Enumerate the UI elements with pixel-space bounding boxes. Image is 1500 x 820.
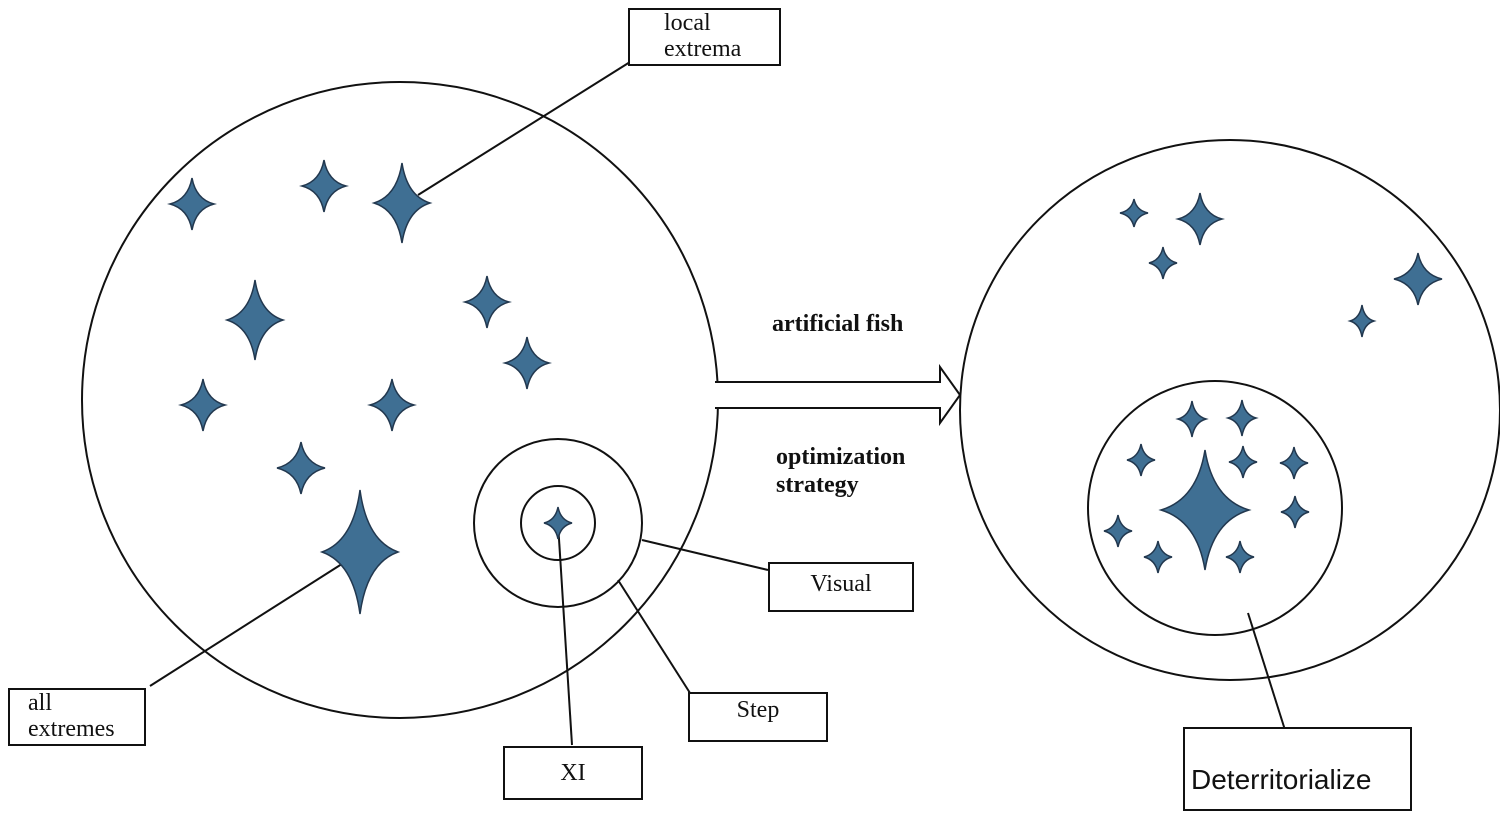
extremum-star-12	[1119, 198, 1149, 228]
xi-label-box: XI	[503, 746, 643, 800]
all-extremes-line-2: extremes	[28, 716, 115, 742]
extremum-star-13	[1175, 192, 1225, 246]
deterritorialize-circle	[1087, 380, 1343, 636]
xi-leader	[557, 522, 573, 746]
extremum-star-1	[167, 177, 217, 231]
extremum-star-14	[1148, 246, 1178, 280]
all-extremes-leader	[149, 561, 346, 687]
visual-label: Visual	[810, 571, 872, 597]
extremum-star-20	[1228, 445, 1258, 479]
step-range-circle	[520, 485, 596, 561]
extrema-stars	[167, 159, 1443, 615]
extremum-star-6	[502, 336, 552, 390]
all-extremes-label-box: all extremes	[8, 688, 146, 746]
artificial-fish-text: artificial fish	[772, 311, 904, 337]
extremum-star-15	[1393, 252, 1443, 306]
arrow-bottom-label: optimization strategy	[776, 443, 905, 499]
deterritorialize-leader	[1247, 612, 1286, 731]
extremum-star-17	[1175, 400, 1209, 438]
local-extrema-label-box: local extrema	[628, 8, 781, 66]
local-extrema-line-2: extrema	[664, 36, 742, 62]
all-extremes-line-1: all	[28, 690, 52, 716]
step-label-box: Step	[688, 692, 828, 742]
extremum-star-21	[1279, 446, 1309, 480]
visual-range-circle	[473, 438, 643, 608]
local-extrema-leader	[417, 61, 631, 196]
extremum-star-2	[299, 159, 349, 213]
extremum-star-5	[462, 275, 512, 329]
xi-label: XI	[560, 760, 586, 786]
leader-lines	[149, 61, 1286, 746]
optimization-text: optimization	[776, 444, 906, 470]
extremum-star-3	[371, 162, 433, 244]
extremum-star-25	[1143, 540, 1173, 574]
local-extrema-line-1: local	[664, 10, 711, 36]
extremum-star-7	[178, 378, 228, 432]
visual-label-box: Visual	[768, 562, 914, 612]
extremum-star-23	[1280, 495, 1310, 529]
step-leader	[617, 579, 691, 694]
deterritorialize-label: Deterritorialize	[1191, 764, 1372, 795]
result-space-circle	[959, 139, 1500, 681]
extremum-star-22	[1158, 449, 1252, 571]
extremum-star-8	[367, 378, 417, 432]
strategy-text: strategy	[776, 472, 859, 498]
deterritorialize-label-box: Deterritorialize	[1183, 727, 1412, 811]
extremum-star-18	[1225, 399, 1259, 437]
extremum-star-24	[1103, 514, 1133, 548]
step-label: Step	[736, 697, 780, 723]
hollow-arrow	[715, 363, 962, 427]
arrow-top-label: artificial fish	[772, 310, 903, 338]
extremum-star-9	[276, 441, 326, 495]
extremum-star-11	[543, 506, 573, 540]
extremum-star-10	[319, 489, 401, 615]
visual-leader	[641, 539, 769, 571]
extremum-star-26	[1225, 540, 1255, 574]
extremum-star-4	[224, 279, 286, 361]
extremum-star-19	[1126, 443, 1156, 477]
extremum-star-16	[1347, 304, 1377, 338]
